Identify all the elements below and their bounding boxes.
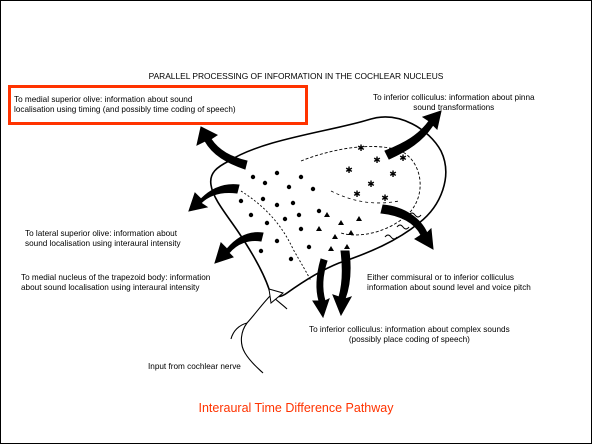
label-medial-nucleus-trapezoid-body: To medial nucleus of the trapezoid body:…: [21, 273, 210, 293]
label-line: To medial superior olive: information ab…: [14, 95, 236, 105]
label-line: (possibly place coding of speech): [309, 335, 510, 345]
cell-dot: [275, 171, 279, 175]
cell-star: ✱: [353, 190, 361, 200]
label-line: To inferior colliculus: information abou…: [373, 93, 535, 103]
cell-triangle: [316, 226, 322, 231]
cell-triangle: [324, 212, 330, 217]
label-commissural-or-inferior-colliculus: Either commisural or to inferior collicu…: [367, 273, 531, 293]
diagram-title: PARALLEL PROCESSING OF INFORMATION IN TH…: [1, 71, 591, 81]
label-line: sound localisation using interaural inte…: [25, 239, 181, 249]
cell-triangle: [356, 216, 362, 221]
label-inferior-colliculus-complex: To inferior colliculus: information abou…: [309, 325, 510, 345]
cell-dot: [249, 213, 253, 217]
cell-dot: [291, 201, 295, 205]
cell-star: ✱: [381, 194, 389, 204]
label-medial-superior-olive: To medial superior olive: information ab…: [14, 95, 236, 115]
label-line: about sound localisation using interaura…: [21, 283, 210, 293]
cell-star: ✱: [389, 170, 397, 180]
cell-dot: [317, 209, 321, 213]
cell-triangle: [328, 246, 334, 251]
arrow-to-mso: [197, 127, 247, 169]
label-line: To medial nucleus of the trapezoid body:…: [21, 273, 210, 283]
arrow-to-lso: [189, 185, 239, 211]
cell-triangle: [348, 230, 354, 235]
cell-dot: [297, 213, 301, 217]
arrow-to-ic-complex: [333, 251, 351, 315]
cell-star: ✱: [399, 154, 407, 164]
caption-itd-pathway: Interaural Time Difference Pathway: [1, 401, 591, 415]
label-lateral-superior-olive: To lateral superior olive: information a…: [25, 229, 181, 249]
cell-squiggle: [397, 225, 409, 229]
cell-dot: [251, 175, 255, 179]
cell-dot: [307, 245, 311, 249]
cell-star: ✱: [367, 180, 375, 190]
cell-dot: [239, 199, 243, 203]
cell-markers: ✱✱✱✱✱✱✱✱: [239, 144, 421, 261]
arrow-to-mntb: [215, 233, 263, 263]
label-line: information about sound level and voice …: [367, 283, 531, 293]
label-line: sound transformations: [373, 103, 535, 113]
cell-dot: [259, 249, 263, 253]
cell-dot: [265, 221, 269, 225]
cell-dot: [287, 185, 291, 189]
cell-dot: [289, 257, 293, 261]
cell-dot: [283, 217, 287, 221]
cell-triangle: [344, 244, 350, 249]
label-line: To lateral superior olive: information a…: [25, 229, 181, 239]
label-line: To inferior colliculus: information abou…: [309, 325, 510, 335]
cell-dot: [261, 197, 265, 201]
label-inferior-colliculus-pinna: To inferior colliculus: information abou…: [373, 93, 535, 113]
label-line: localisation using timing (and possibly …: [14, 105, 236, 115]
cell-star: ✱: [345, 166, 353, 176]
cell-dot: [275, 203, 279, 207]
cell-triangle: [338, 220, 344, 225]
cell-dot: [311, 187, 315, 191]
cell-dot: [299, 227, 303, 231]
cell-dot: [263, 181, 267, 185]
cell-dot: [299, 175, 303, 179]
label-line: Either commisural or to inferior collicu…: [367, 273, 531, 283]
cell-squiggle: [385, 235, 397, 239]
cell-dot: [275, 239, 279, 243]
nucleus-inner-contour: [331, 191, 399, 203]
label-cochlear-nerve-input: Input from cochlear nerve: [148, 362, 241, 372]
cell-triangle: [332, 234, 338, 239]
cell-star: ✱: [357, 144, 365, 154]
arrow-to-ic-complex-2: [313, 259, 329, 317]
cell-star: ✱: [373, 156, 381, 166]
